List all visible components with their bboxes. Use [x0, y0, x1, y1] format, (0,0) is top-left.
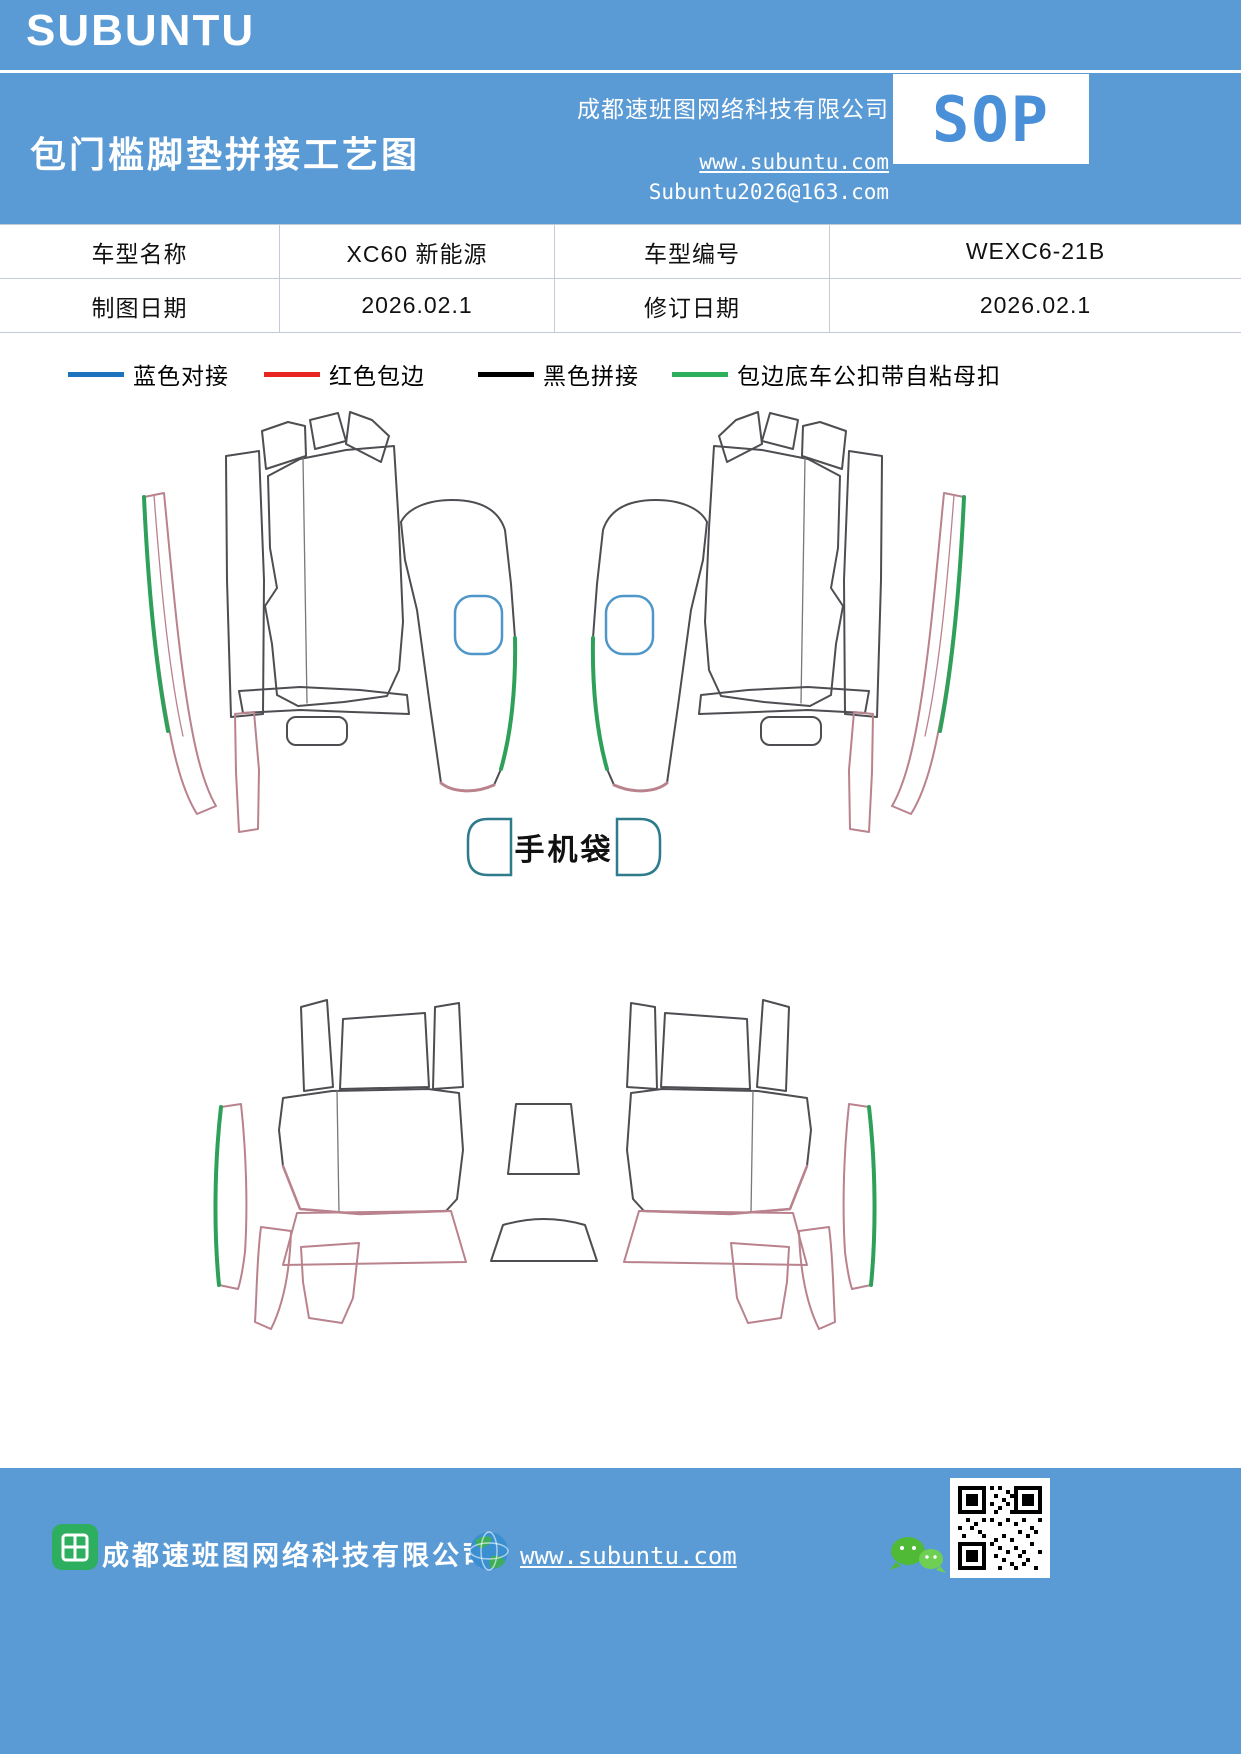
table-label-model-name: 车型名称 — [0, 224, 280, 278]
phone-bag-pieces — [466, 817, 662, 877]
front-mat-cluster-left — [142, 410, 518, 834]
vehicle-info-table: 车型名称 XC60 新能源 车型编号 WEXC6-21B 制图日期 2026.0… — [0, 224, 1241, 333]
rear-mat-cluster-right — [622, 998, 877, 1331]
phone-bag-label: 手机袋 — [515, 834, 614, 867]
header-divider — [0, 70, 1241, 73]
header-company-name: 成都速班图网络科技有限公司 — [577, 96, 889, 122]
legend-item-green: 包边底车公扣带自粘母扣 — [672, 358, 1001, 390]
legend: 蓝色对接 红色包边 黑色拼接 包边底车公扣带自粘母扣 — [0, 358, 1241, 390]
rear-mat-cluster-left — [213, 998, 468, 1331]
table-value-revision-date: 2026.02.1 — [830, 278, 1241, 332]
legend-item-red: 红色包边 — [264, 358, 425, 390]
legend-line-blue — [68, 371, 124, 377]
brand-logo: SUBUNTU — [26, 6, 256, 55]
legend-line-green — [672, 371, 728, 377]
legend-item-blue: 蓝色对接 — [68, 358, 229, 390]
sop-badge: SOP — [893, 74, 1089, 164]
legend-line-black — [478, 371, 534, 377]
legend-item-black: 黑色拼接 — [478, 358, 639, 390]
page-title: 包门槛脚垫拼接工艺图 — [30, 134, 421, 175]
table-label-draw-date: 制图日期 — [0, 278, 280, 332]
sop-label: SOP — [932, 82, 1050, 156]
legend-line-red — [264, 371, 320, 377]
table-value-model-code: WEXC6-21B — [830, 224, 1241, 278]
footer-band — [0, 1468, 1241, 1754]
table-value-draw-date: 2026.02.1 — [280, 278, 555, 332]
front-mat-cluster-right — [590, 410, 966, 834]
table-label-model-code: 车型编号 — [555, 224, 830, 278]
table-value-model-name: XC60 新能源 — [280, 224, 555, 278]
header-email: Subuntu2026@163.com — [648, 180, 889, 204]
footer-company-name: 成都速班图网络科技有限公司 — [102, 1541, 492, 1571]
table-label-revision-date: 修订日期 — [555, 278, 830, 332]
footer-website-link[interactable]: www.subuntu.com — [520, 1542, 737, 1570]
header-website-link[interactable]: www.subuntu.com — [699, 150, 889, 174]
rear-mat-center-pieces — [490, 1103, 598, 1262]
